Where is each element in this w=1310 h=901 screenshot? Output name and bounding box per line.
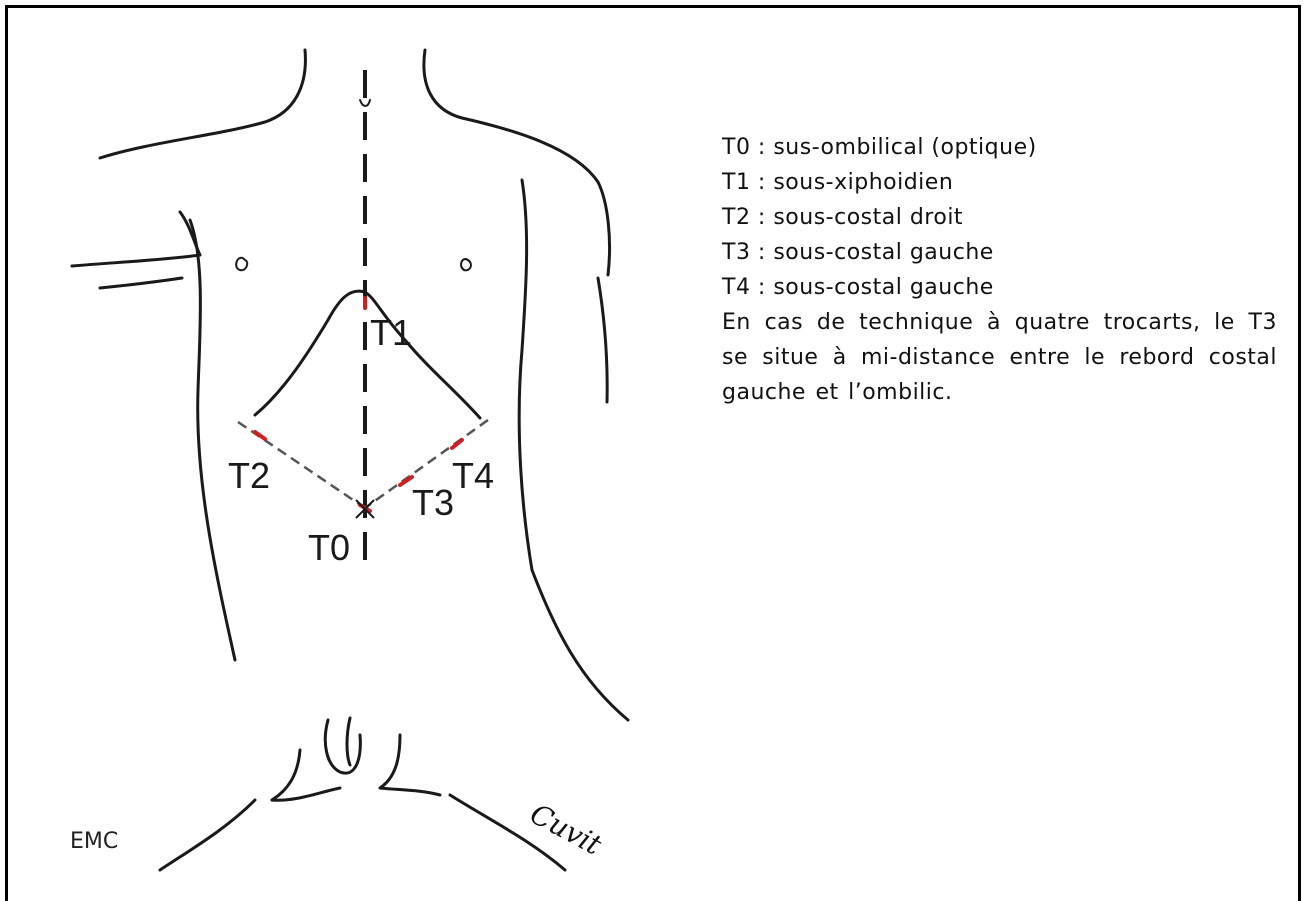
legend-t1: T1 : sous-xiphoidien (722, 165, 1277, 200)
body-outline (72, 50, 628, 870)
right-torso-line (519, 180, 532, 570)
left-arm-upper-line (72, 255, 200, 266)
torso-diagram: T1 T2 T3 T4 T0 Cuvit EMC (60, 30, 715, 875)
left-thigh-line (160, 800, 255, 870)
left-torso-line (190, 220, 235, 660)
right-arm-line (598, 278, 607, 402)
groin-left-line (272, 750, 340, 800)
port-marks (255, 298, 462, 511)
legend-t2: T2 : sous-costal droit (722, 200, 1277, 235)
costal-margin-line (255, 291, 480, 418)
legend-note: En cas de technique à quatre trocarts, l… (722, 305, 1277, 410)
artist-signature: Cuvit (525, 797, 608, 862)
legend-t0: T0 : sus-ombilical (optique) (722, 130, 1277, 165)
label-t4: T4 (452, 455, 494, 496)
left-shoulder-line (100, 50, 305, 158)
right-nipple-mark (461, 259, 471, 270)
legend-t4: T4 : sous-costal gauche (722, 270, 1277, 305)
label-t3: T3 (412, 482, 454, 523)
right-shoulder-line (424, 50, 610, 275)
left-nipple-mark (236, 258, 247, 270)
port-legend: T0 : sus-ombilical (optique) T1 : sous-x… (722, 130, 1277, 410)
label-t0: T0 (308, 527, 350, 568)
right-hip-line (532, 570, 628, 720)
left-arm-lower-line (100, 278, 182, 288)
groin-right-line (380, 735, 440, 795)
label-t2: T2 (228, 455, 270, 496)
pubic-inner-curve (325, 718, 360, 773)
sternal-notch-mark (360, 100, 370, 106)
legend-t3: T3 : sous-costal gauche (722, 235, 1277, 270)
emc-mark: EMC (70, 829, 118, 854)
label-t1: T1 (370, 312, 412, 353)
torso-diagram-svg: T1 T2 T3 T4 T0 Cuvit EMC (60, 30, 715, 875)
